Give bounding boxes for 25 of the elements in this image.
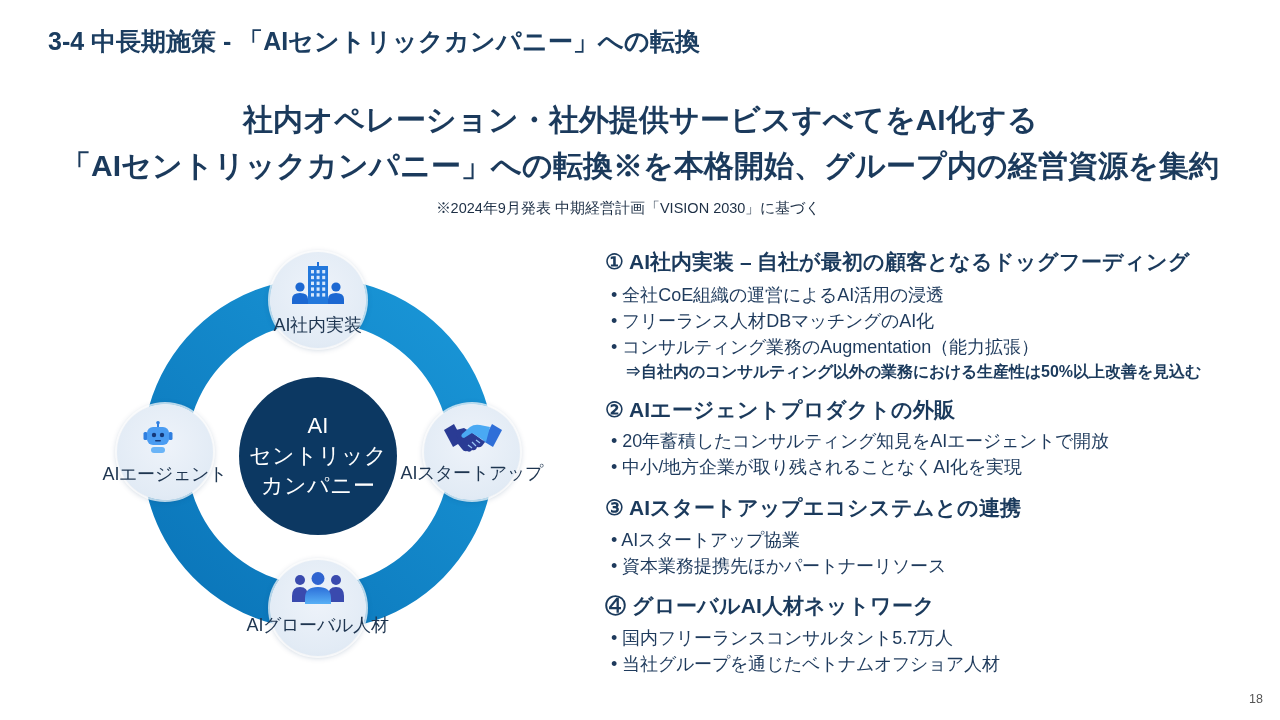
bullet-item: • 国内フリーランスコンサルタント5.7万人 [611,627,954,649]
ring-segment [357,491,489,625]
bullet-item: • コンサルティング業務のAugmentation（能力拡張） [611,336,1040,358]
bullet-item: • 中小/地方企業が取り残されることなくAI化を実現 [611,456,1023,478]
topic-circle [270,252,366,348]
headline: 社内オペレーション・社外提供サービスすべてをAI化する「AIセントリックカンパニー」への転換※を本格開始、グループ内の経営資源を集約 [60,102,1220,184]
section-heading: ① AI社内実装 – 自社が最初の顧客となるドッグフーディング [605,249,1191,274]
note-text: ⇒自社内のコンサルティング以外の業務における生産性は50%以上改善を見込む [625,362,1202,381]
circle-label: AI社内実装 [273,314,363,336]
page-number: 18 [1249,692,1263,707]
bullet-item: • 20年蓄積したコンサルティング知見をAIエージェントで開放 [611,430,1110,452]
section-heading: ② AIエージェントプロダクトの外販 [605,397,956,422]
circle-label: AIエージェント [102,463,228,485]
section-heading: ④ グローバルAI人材ネットワーク [605,593,935,618]
page-title: 3-4 中長期施策 - 「AIセントリックカンパニー」への転換 [48,26,701,57]
bullet-item: • フリーランス人材DBマッチングのAI化 [611,310,935,332]
hub-label: AIセントリックカンパニー [248,412,388,500]
section-heading: ③ AIスタートアップエコシステムとの連携 [605,495,1022,520]
bullet-item: • 資本業務提携先ほかパートナーリソース [611,555,947,577]
footnote: ※2024年9月発表 中期経営計画「VISION 2030」に基づく [435,199,821,217]
circle-label: AIスタートアップ [400,462,544,484]
circle-label: AIグローバル人材 [246,614,390,636]
bullet-item: • AIスタートアップ協業 [611,529,801,551]
bullet-item: • 全社CoE組織の運営によるAI活用の浸透 [611,284,945,306]
bullet-item: • 当社グループを通じたベトナムオフショア人材 [611,653,1001,675]
